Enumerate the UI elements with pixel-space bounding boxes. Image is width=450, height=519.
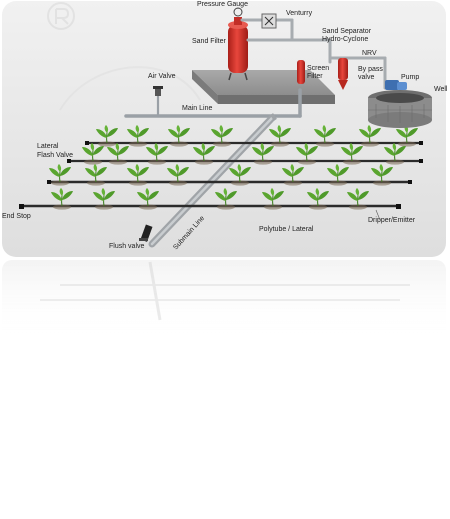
label-by-pass-valve-1: By pass [358,66,383,73]
screen-filter [297,60,305,84]
label-air-valve: Air Valve [148,73,176,80]
label-dripper-emitter: Dripper/Emitter [368,217,416,224]
lateral-end-fittings [19,141,423,209]
well [368,90,432,128]
label-hydro-cyclone: Hydro-Cyclone [322,36,368,43]
label-sand-filter: Sand Filter [192,38,227,45]
air-valve [153,86,163,96]
label-screen-filter-2: Filter [307,73,323,80]
label-pump: Pump [401,74,419,81]
label-flash-valve: Flash Valve [37,152,73,159]
label-well: Well [434,86,448,93]
label-main-line: Main Line [182,105,212,112]
label-polytube-lateral: Polytube / Lateral [259,226,314,233]
label-venturi: Venturry [286,10,313,17]
watermark-logo [47,2,201,111]
label-screen-filter-1: Screen [307,65,329,72]
venturi [261,13,277,29]
leader-lines [237,8,381,221]
label-sand-separator: Sand Separator [322,28,372,35]
label-end-stop: End Stop [2,213,31,220]
panel-reflection [2,260,446,340]
label-nrv: NRV [362,50,377,57]
pump [385,80,407,90]
label-flush-valve: Flush valve [109,243,145,250]
label-by-pass-valve-2: valve [358,74,374,81]
label-pressure-gauge: Pressure Gauge [197,1,248,8]
labels: Pressure Gauge Venturry Sand Filter Sand… [2,1,448,251]
pressure-gauge [233,7,243,17]
sand-filter [228,17,248,81]
label-lateral: Lateral [37,143,59,150]
hydro-cyclone [338,58,348,90]
flush-valve [139,224,153,242]
